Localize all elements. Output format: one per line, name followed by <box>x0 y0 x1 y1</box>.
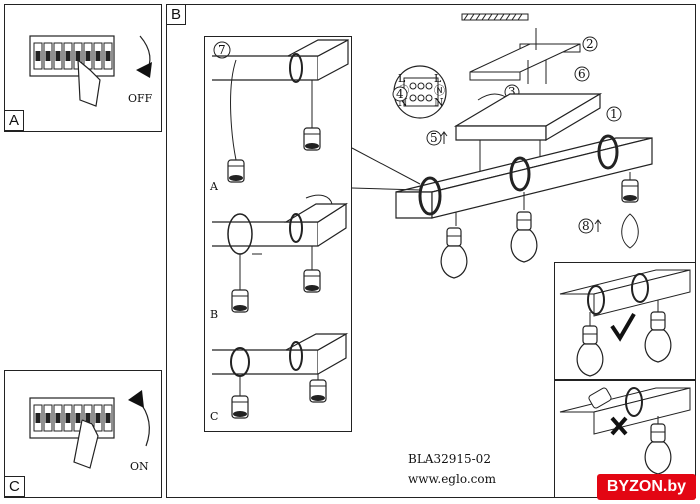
step-4-label: 4 <box>396 87 404 101</box>
step-7-label: 7 <box>218 43 226 57</box>
check-icon <box>610 312 636 342</box>
wooden-beam <box>395 134 653 219</box>
mounting-bracket <box>469 28 581 84</box>
svg-text:L: L <box>434 72 442 85</box>
step-8-label: 8 <box>582 219 590 233</box>
step-2-label: 2 <box>586 37 594 51</box>
beam-detail-b <box>212 194 349 313</box>
sub-label-b: B <box>210 308 218 321</box>
sub-label-c: C <box>210 410 218 423</box>
correct-example <box>559 269 691 377</box>
panel-b-tag: B <box>166 4 187 25</box>
cross-icon <box>610 416 628 436</box>
product-code: BLA32915-02 <box>408 452 491 466</box>
svg-text:N: N <box>434 96 444 109</box>
breaker-box-a <box>29 35 115 77</box>
website-text: www.eglo.com <box>408 472 496 486</box>
step-1-label: 1 <box>610 107 618 121</box>
watermark-badge: BYZON.by <box>596 474 696 500</box>
hand-icon-c <box>73 419 99 469</box>
panel-a-tag: A <box>4 110 25 131</box>
canopy-plate <box>453 92 603 172</box>
step-3-label: 3 <box>508 85 516 99</box>
sub-label-a: A <box>209 180 219 193</box>
ceiling-hatch <box>461 13 529 21</box>
step-5-label: 5 <box>430 131 438 145</box>
hand-icon-a <box>77 58 101 107</box>
step-6-label: 6 <box>578 67 586 81</box>
terminal-block: L Ⓛ N L Ⓝ N <box>393 65 447 119</box>
svg-text:N: N <box>398 96 408 109</box>
switch-off-label: OFF <box>128 92 153 105</box>
beam-detail-a <box>212 39 349 183</box>
breaker-box-c <box>29 397 115 439</box>
switch-on-label: ON <box>130 460 149 473</box>
svg-text:L: L <box>398 72 406 85</box>
beam-detail-c <box>212 332 349 419</box>
svg-text:Ⓝ: Ⓝ <box>434 84 445 97</box>
panel-c-tag: C <box>4 476 25 497</box>
